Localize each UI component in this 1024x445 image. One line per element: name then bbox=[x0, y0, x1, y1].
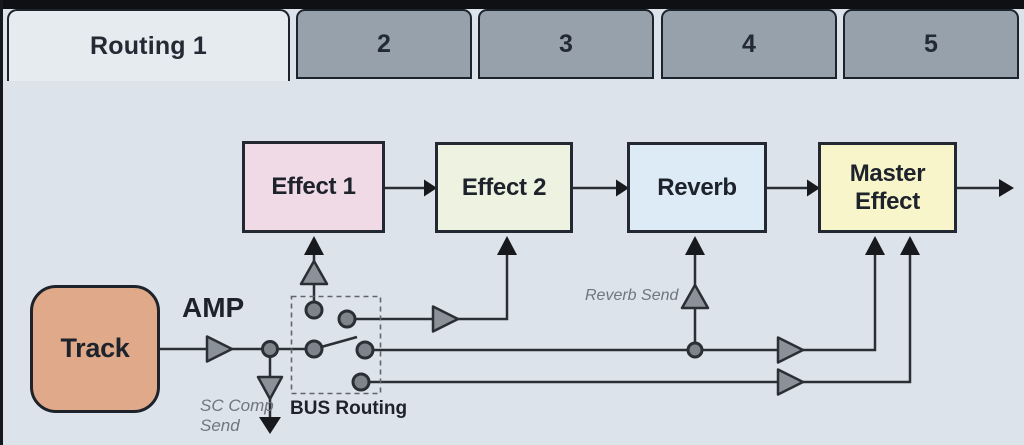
line-send-effect2 bbox=[347, 250, 509, 321]
arrowhead-into-master-2 bbox=[900, 236, 920, 255]
bus-routing-dashed-box bbox=[290, 295, 382, 395]
tab-routing-1[interactable]: Routing 1 bbox=[7, 9, 290, 81]
reverb-send-triangle bbox=[680, 283, 710, 310]
arrowhead-into-reverb-chain bbox=[616, 179, 629, 197]
sc-comp-gain-triangle bbox=[256, 375, 284, 401]
node-master-effect: Master Effect bbox=[818, 142, 957, 233]
left-bezel bbox=[0, 0, 3, 445]
effect1-send-triangle bbox=[299, 259, 329, 286]
amp-label: AMP bbox=[182, 292, 245, 323]
tab-routing-5[interactable]: 5 bbox=[843, 9, 1019, 79]
tab-routing-4-label: 4 bbox=[741, 29, 757, 58]
junction-dot-amp-split bbox=[261, 340, 279, 358]
master-bus2-gain-triangle bbox=[776, 368, 805, 396]
arrowhead-into-reverb-send bbox=[685, 236, 705, 255]
effect2-send-triangle bbox=[431, 305, 460, 333]
node-reverb: Reverb bbox=[627, 142, 767, 233]
line-main-to-master bbox=[365, 250, 877, 352]
arrowhead-into-master-chain bbox=[807, 179, 820, 197]
arrowhead-into-master-1 bbox=[865, 236, 885, 255]
bus-dot-switch-input bbox=[304, 339, 324, 359]
bus-dot-bus2-out bbox=[351, 372, 371, 392]
node-master-effect-label-line1: Master bbox=[849, 159, 926, 187]
node-master-effect-label-line2: Effect bbox=[855, 187, 920, 215]
sc-comp-send-label-line2: Send bbox=[200, 416, 240, 435]
bus-dot-effect1-send bbox=[304, 300, 324, 320]
line-bus2-to-master bbox=[361, 250, 912, 384]
tab-routing-5-label: 5 bbox=[923, 29, 939, 58]
arrowhead-sc-comp-send bbox=[259, 417, 281, 434]
tab-routing-1-label: Routing 1 bbox=[89, 31, 208, 60]
tab-routing-4[interactable]: 4 bbox=[661, 9, 837, 79]
sc-comp-send-label-line1: SC Comp bbox=[200, 396, 274, 415]
bus-dot-main-out bbox=[355, 340, 375, 360]
junction-dot-reverb-send bbox=[686, 341, 704, 359]
node-reverb-label: Reverb bbox=[657, 173, 737, 201]
amp-gain-triangle bbox=[205, 335, 234, 363]
node-track-label: Track bbox=[60, 333, 130, 364]
node-effect-1: Effect 1 bbox=[242, 141, 385, 233]
arrowhead-into-effect1 bbox=[304, 236, 324, 255]
node-effect-2: Effect 2 bbox=[435, 142, 573, 233]
tab-routing-3[interactable]: 3 bbox=[478, 9, 654, 79]
reverb-send-label: Reverb Send bbox=[585, 287, 679, 304]
master-gain-triangle bbox=[776, 336, 805, 364]
node-effect-2-label: Effect 2 bbox=[461, 173, 547, 201]
arrowhead-into-effect2-send bbox=[497, 236, 517, 255]
tab-routing-3-label: 3 bbox=[558, 29, 574, 58]
node-effect-1-label: Effect 1 bbox=[271, 173, 356, 201]
arrowhead-into-effect2-chain bbox=[424, 179, 437, 197]
bus-dot-effect2-send bbox=[337, 309, 357, 329]
node-track: Track bbox=[30, 285, 160, 413]
bus-routing-label: BUS Routing bbox=[290, 398, 408, 419]
tab-routing-2-label: 2 bbox=[376, 29, 392, 58]
arrowhead-master-out bbox=[999, 179, 1014, 197]
sc-comp-send-label: SC Comp Send bbox=[200, 396, 274, 436]
top-bezel bbox=[0, 0, 1024, 9]
tab-routing-2[interactable]: 2 bbox=[296, 9, 472, 79]
